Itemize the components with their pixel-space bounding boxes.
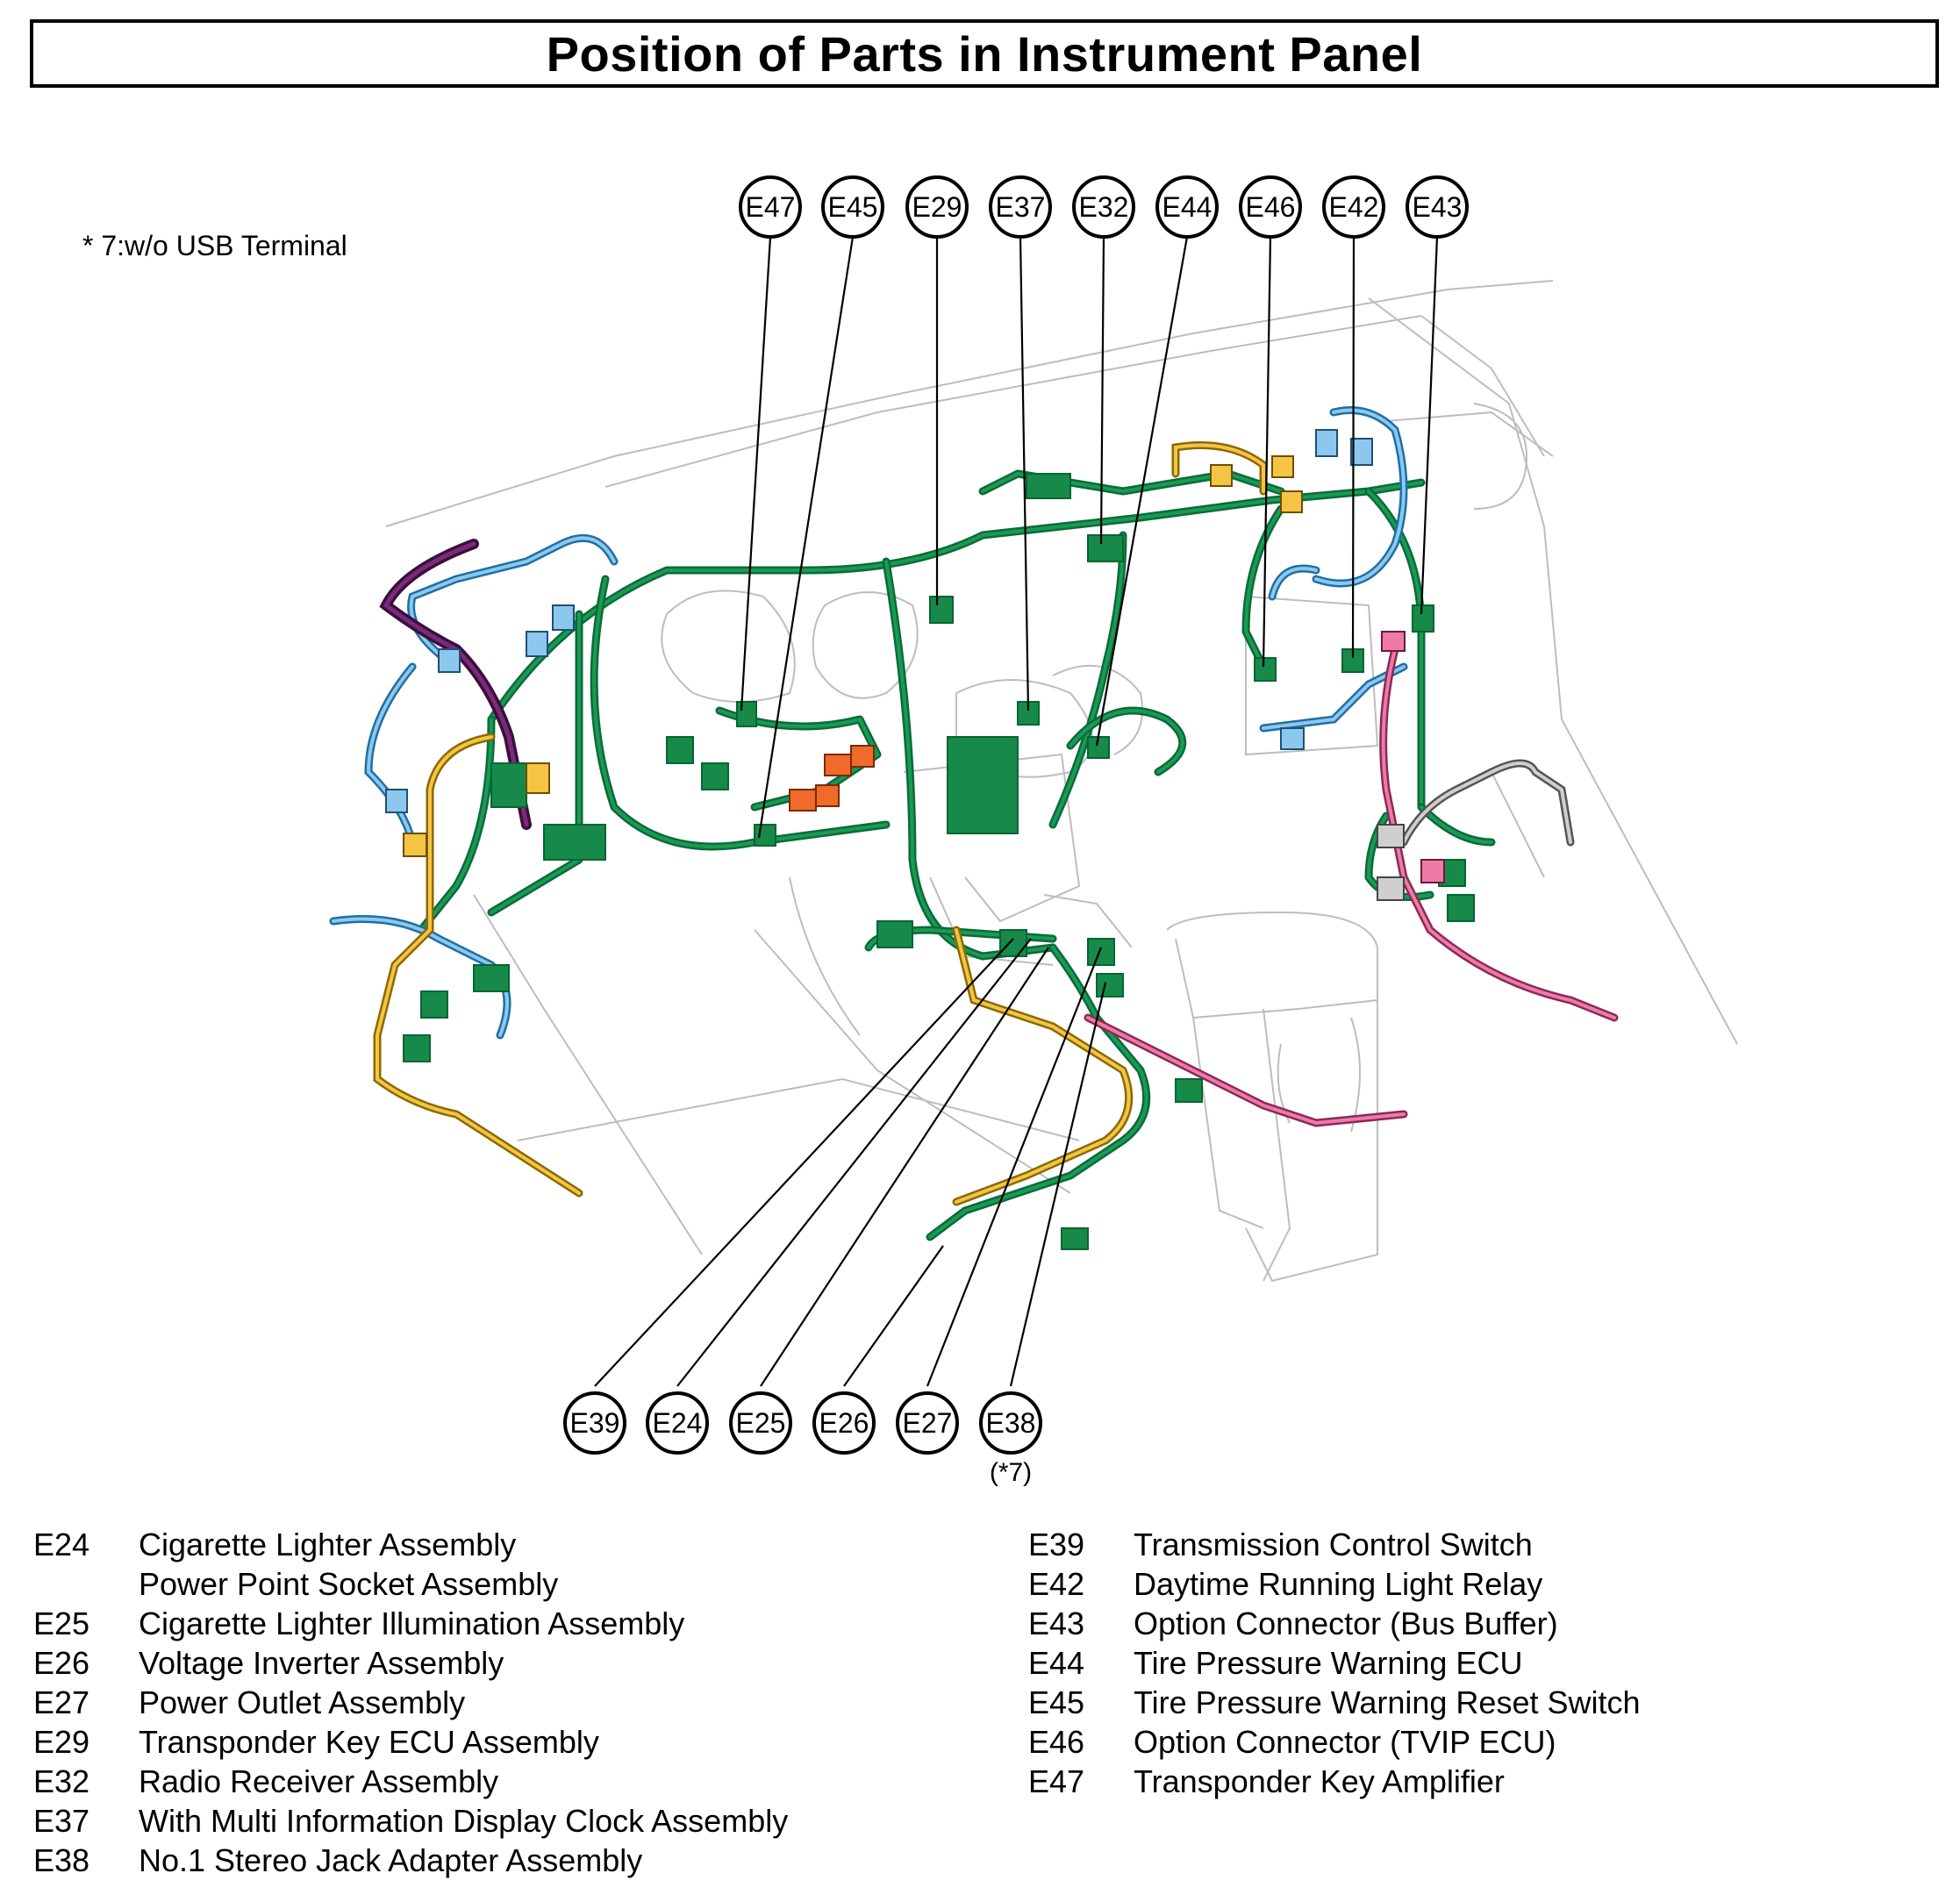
legend-code: E37 — [33, 1803, 90, 1839]
legend-name: Cigarette Lighter Assembly — [139, 1527, 517, 1562]
legend-name: Power Outlet Assembly — [139, 1684, 466, 1720]
legend-name: Transmission Control Switch — [1134, 1527, 1533, 1562]
legend-code: E46 — [1028, 1724, 1085, 1760]
callout-e38-note: (*7) — [990, 1458, 1032, 1487]
callout-label: E46 — [1246, 191, 1296, 223]
harness-yellow — [373, 441, 1268, 1206]
footnote: * 7:w/o USB Terminal — [82, 230, 347, 261]
legend-name: Power Point Socket Assembly — [139, 1566, 559, 1602]
callout-e27: E27 — [896, 1391, 959, 1455]
callout-label: E42 — [1329, 191, 1379, 223]
callout-e32: E32 — [1072, 175, 1135, 239]
callout-e26: E26 — [812, 1391, 876, 1455]
callout-e25: E25 — [729, 1391, 792, 1455]
callout-label: E32 — [1079, 191, 1129, 223]
callout-label: E43 — [1413, 191, 1463, 223]
legend-code: E26 — [33, 1645, 90, 1681]
callout-e45: E45 — [821, 175, 884, 239]
callout-e37: E37 — [989, 175, 1052, 239]
legend-name: Voltage Inverter Assembly — [139, 1645, 504, 1681]
wiring-diagram: E47 E45 E29 E37 E32 E44 E46 E42 E43 E39 … — [329, 175, 1738, 1487]
legend-code: E29 — [33, 1724, 90, 1760]
legend-name: No.1 Stereo Jack Adapter Assembly — [139, 1842, 643, 1878]
legend-code: E45 — [1028, 1684, 1085, 1720]
legend-code: E27 — [33, 1684, 90, 1720]
callout-label: E27 — [903, 1407, 953, 1439]
harness-purple — [379, 539, 532, 830]
callout-e46: E46 — [1239, 175, 1302, 239]
legend-name: Tire Pressure Warning Reset Switch — [1134, 1684, 1641, 1720]
callout-label: E44 — [1162, 191, 1212, 223]
leader-lines-top — [740, 236, 1439, 839]
callout-e44: E44 — [1155, 175, 1219, 239]
title-box: Position of Parts in Instrument Panel — [30, 19, 1939, 88]
legend-name: Tire Pressure Warning ECU — [1134, 1645, 1523, 1681]
callout-e24: E24 — [646, 1391, 709, 1455]
legend-code: E24 — [33, 1527, 90, 1562]
harness-pink — [1084, 645, 1619, 1127]
legend-name: With Multi Information Display Clock Ass… — [139, 1803, 789, 1839]
legend-code: E39 — [1028, 1527, 1085, 1562]
legend-code: E47 — [1028, 1763, 1085, 1799]
page-title: Position of Parts in Instrument Panel — [546, 25, 1423, 82]
callout-label: E24 — [653, 1407, 703, 1439]
legend-code: E43 — [1028, 1605, 1085, 1641]
callout-label: E26 — [819, 1407, 869, 1439]
legend-name: Option Connector (Bus Buffer) — [1134, 1605, 1558, 1641]
legend-name: Transponder Key Amplifier — [1134, 1763, 1505, 1799]
leader-lines-bottom — [594, 938, 1107, 1387]
callout-label: E45 — [828, 191, 878, 223]
callout-e43: E43 — [1406, 175, 1469, 239]
parts-legend: E24 Cigarette Lighter Assembly Power Poi… — [0, 1527, 1960, 1895]
legend-code: E42 — [1028, 1566, 1085, 1602]
legend-code: E44 — [1028, 1645, 1085, 1681]
harness-grey — [1399, 759, 1575, 847]
callout-e29: E29 — [905, 175, 969, 239]
callout-label: E38 — [986, 1407, 1036, 1439]
callout-e47: E47 — [739, 175, 802, 239]
legend-name: Daytime Running Light Relay — [1134, 1566, 1543, 1602]
legend-name: Cigarette Lighter Illumination Assembly — [139, 1605, 685, 1641]
callout-label: E25 — [736, 1407, 786, 1439]
callout-label: E39 — [570, 1407, 620, 1439]
callout-label: E37 — [996, 191, 1046, 223]
callout-e42: E42 — [1322, 175, 1385, 239]
legend-name: Transponder Key ECU Assembly — [139, 1724, 599, 1760]
legend-code: E25 — [33, 1605, 90, 1641]
callout-e39: E39 — [563, 1391, 626, 1455]
callout-label: E47 — [746, 191, 796, 223]
legend-name: Option Connector (TVIP ECU) — [1134, 1724, 1556, 1760]
connectors — [385, 429, 1475, 1250]
dashboard-outline — [385, 280, 1738, 1283]
legend-code: E32 — [33, 1763, 90, 1799]
legend-code: E38 — [33, 1842, 90, 1878]
callout-label: E29 — [912, 191, 962, 223]
callout-e38: E38 — [979, 1391, 1042, 1455]
legend-name: Radio Receiver Assembly — [139, 1763, 499, 1799]
